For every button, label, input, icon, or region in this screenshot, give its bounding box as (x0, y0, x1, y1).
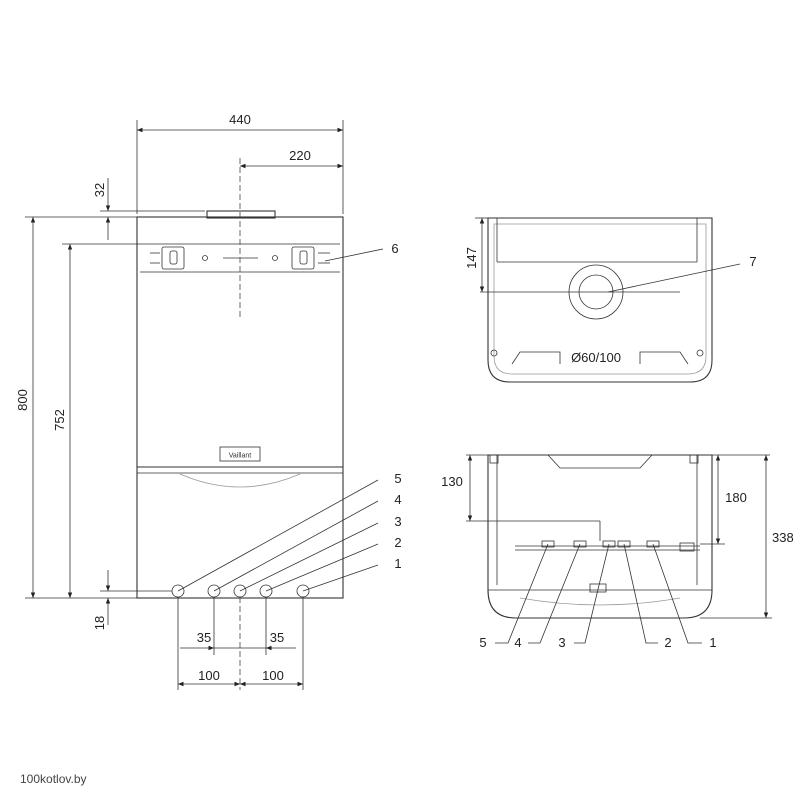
dim-bracket-752: 752 (52, 409, 67, 431)
bottom-callout-4: 4 (514, 635, 521, 650)
dim-flue-147: 147 (464, 247, 479, 269)
callout-1: 1 (394, 556, 401, 571)
flue-diameter-label: Ø60/100 (571, 350, 621, 365)
callout-7: 7 (749, 254, 756, 269)
top-view-outline (487, 217, 713, 383)
front-view: Vaillant 440 220 32 800 752 (15, 112, 402, 690)
top-view: Ø60/100 147 7 (464, 217, 757, 383)
brand-badge (219, 446, 261, 462)
dim-height-800: 800 (15, 389, 30, 411)
dim-span-100-left: 100 (198, 668, 220, 683)
bottom-callout-1: 1 (709, 635, 716, 650)
dim-half-220: 220 (289, 148, 311, 163)
dim-bottom-130: 130 (441, 474, 463, 489)
bottom-callout-3: 3 (558, 635, 565, 650)
bottom-view-outline (487, 454, 713, 619)
bottom-connection-1 (646, 540, 660, 548)
bottom-callout-2: 2 (664, 635, 671, 650)
dim-bottom-338: 338 (772, 530, 794, 545)
boiler-front-body (136, 216, 344, 599)
bottom-callout-5: 5 (479, 635, 486, 650)
callout-5: 5 (394, 471, 401, 486)
callout-2: 2 (394, 535, 401, 550)
dim-top-32: 32 (92, 183, 107, 197)
dim-spacing-35-left: 35 (197, 630, 211, 645)
callout-4: 4 (394, 492, 401, 507)
bottom-connection-3 (602, 540, 616, 548)
callout-3: 3 (394, 514, 401, 529)
dim-bottom-180: 180 (725, 490, 747, 505)
watermark: 100kotlov.by (20, 772, 87, 786)
dim-span-100-right: 100 (262, 668, 284, 683)
brand-label: Vaillant (229, 453, 251, 460)
bottom-connection-2 (617, 540, 631, 548)
dim-spacing-35-right: 35 (270, 630, 284, 645)
bottom-connection-5 (541, 540, 555, 548)
dim-bottom-18: 18 (92, 616, 107, 630)
flue-stub (206, 210, 276, 219)
dim-width-440: 440 (229, 112, 251, 127)
bottom-view: 130 180 338 5 4 3 2 1 (441, 454, 794, 650)
bottom-connection-4 (573, 540, 587, 548)
callout-6: 6 (391, 241, 398, 256)
